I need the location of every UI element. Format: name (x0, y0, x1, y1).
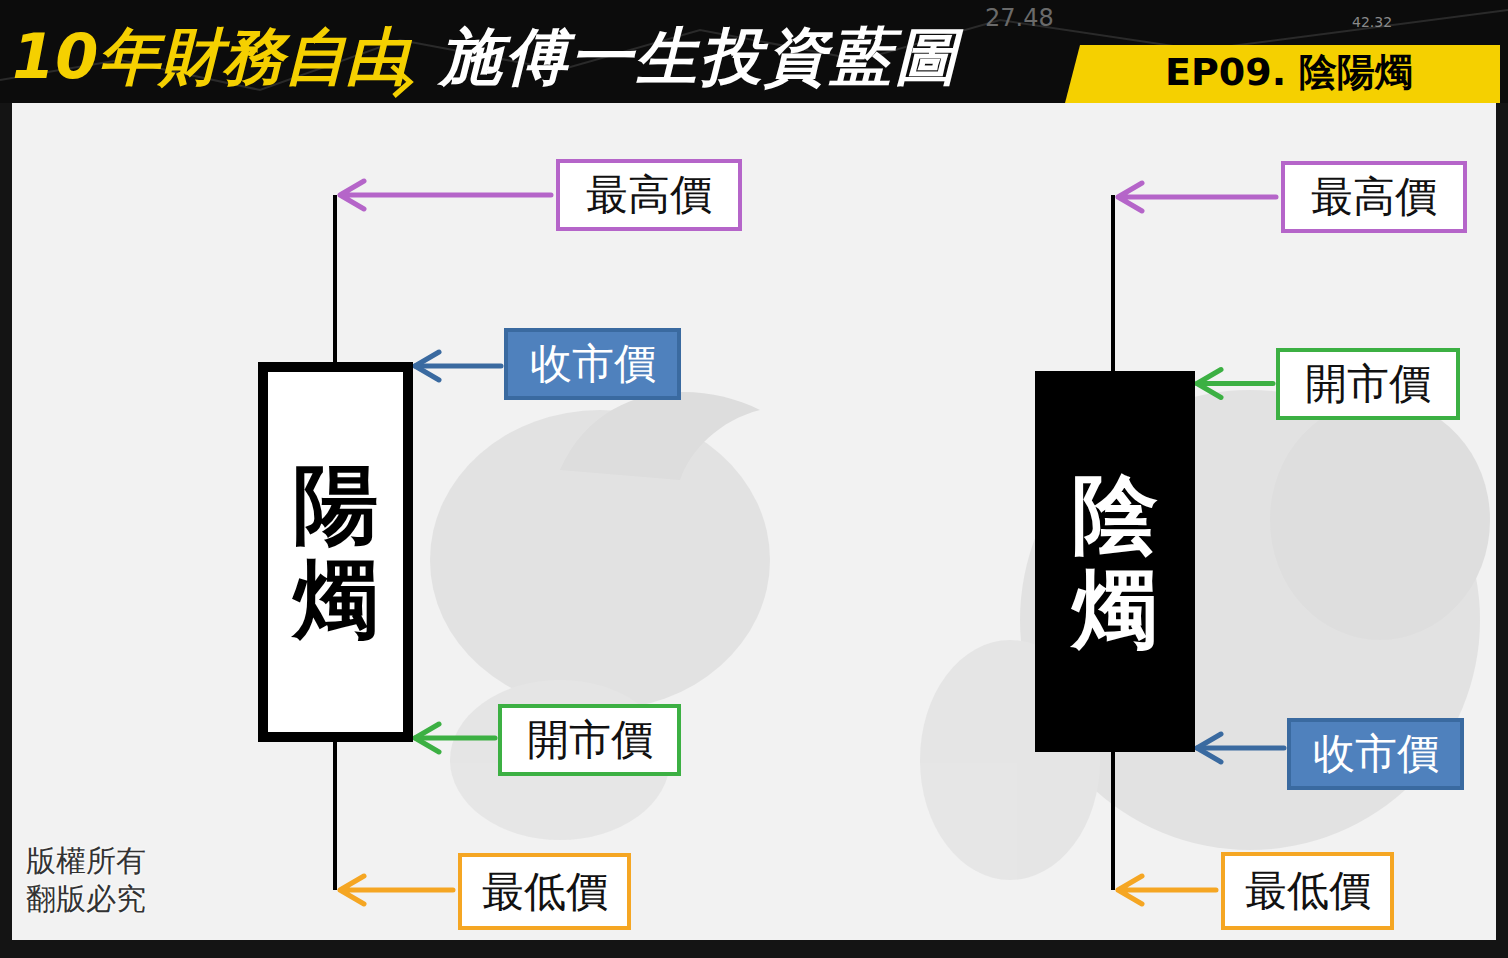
arrow-head (1197, 370, 1221, 398)
arrow-shaft (1197, 381, 1273, 386)
wick-leaders (340, 181, 1276, 904)
price-label: 最高價 (586, 167, 712, 223)
arrow-shaft (415, 364, 501, 369)
wick-line (1111, 750, 1115, 890)
bear-head (1270, 400, 1490, 640)
price-label: 開市價 (1305, 356, 1431, 412)
price-label-box: 收市價 (1287, 718, 1464, 790)
wick-line (1111, 195, 1115, 373)
copyright-watermark: 版權所有 翻版必究 (26, 842, 166, 917)
background-number: 27.48 (985, 4, 1054, 33)
pointer-arrow (1197, 734, 1284, 762)
series-subtitle: 施傅一生投資藍圖 (440, 20, 960, 94)
price-label: 最高價 (1311, 169, 1437, 225)
banner-ground (0, 0, 1508, 103)
leader-arrow (340, 181, 551, 209)
content-panel (12, 103, 1496, 940)
bull-bear-illustration (430, 390, 1490, 880)
bull-horn (560, 392, 760, 480)
price-label-box: 最低價 (1221, 852, 1394, 930)
price-label-box: 最高價 (556, 159, 742, 231)
arrow-shaft (415, 736, 495, 741)
leader-arrow (1118, 876, 1216, 904)
arrow-head (415, 352, 439, 380)
pointer-arrow (415, 352, 501, 380)
candle-wicks (335, 195, 1113, 890)
price-label: 最低價 (482, 864, 608, 920)
leader-arrow (1118, 183, 1276, 211)
price-label-box: 開市價 (498, 704, 681, 776)
candle-name: 陽燭 (293, 457, 379, 646)
candle-body: 陽燭 (258, 362, 413, 742)
price-label: 收市價 (530, 336, 656, 392)
background-number: 42.32 (1352, 14, 1392, 31)
price-label-box: 最高價 (1281, 161, 1467, 233)
price-label-box: 收市價 (504, 328, 681, 400)
pointer-arrow (1197, 370, 1273, 398)
episode-label: EP09. 陰陽燭 (1165, 50, 1413, 96)
wick-line (333, 740, 337, 890)
price-label-box: 最低價 (458, 853, 631, 930)
price-label-box: 開市價 (1276, 348, 1460, 420)
arrow-head (1197, 734, 1221, 762)
episode-panel (1065, 45, 1500, 103)
pointer-arrow (415, 724, 495, 752)
candle-name: 陰燭 (1072, 467, 1158, 656)
arrow-shaft (1197, 746, 1284, 751)
leader-arrow (340, 876, 453, 904)
price-label: 收市價 (1313, 726, 1439, 782)
price-label: 開市價 (527, 712, 653, 768)
price-label: 最低價 (1245, 863, 1371, 919)
wick-line (333, 195, 337, 364)
candle-body: 陰燭 (1035, 371, 1195, 752)
series-title: 10年財務自由 (12, 20, 408, 94)
arrow-head (415, 724, 439, 752)
